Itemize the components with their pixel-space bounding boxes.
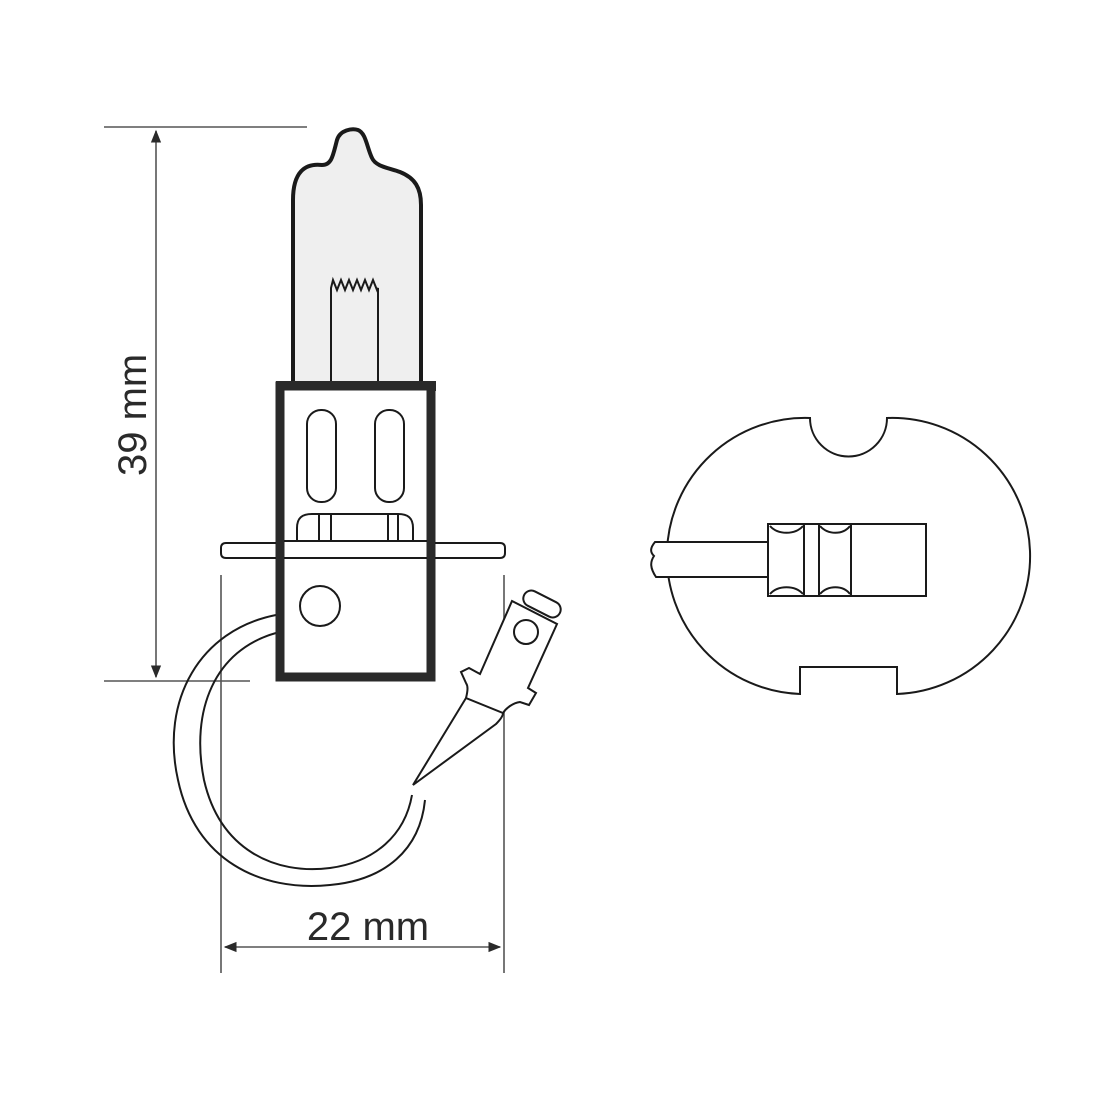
height-label: 39 mm xyxy=(111,354,155,476)
contact-slot-left xyxy=(306,409,337,503)
side-view xyxy=(172,127,562,887)
top-view xyxy=(650,416,1032,696)
contact-slot-right xyxy=(374,409,405,503)
lead-wire xyxy=(172,614,426,887)
terminal-housing xyxy=(767,523,927,597)
lead-wire-stub xyxy=(650,541,770,578)
height-dimension: 39 mm xyxy=(104,126,307,682)
width-label: 22 mm xyxy=(307,905,429,949)
glass-envelope xyxy=(291,127,423,387)
metal-base xyxy=(275,381,436,682)
width-dimension: 22 mm xyxy=(220,575,505,973)
contact-hole xyxy=(299,585,341,627)
filament xyxy=(330,276,379,385)
flange xyxy=(220,540,506,559)
spade-terminal xyxy=(412,589,562,786)
retaining-clip xyxy=(296,513,414,541)
